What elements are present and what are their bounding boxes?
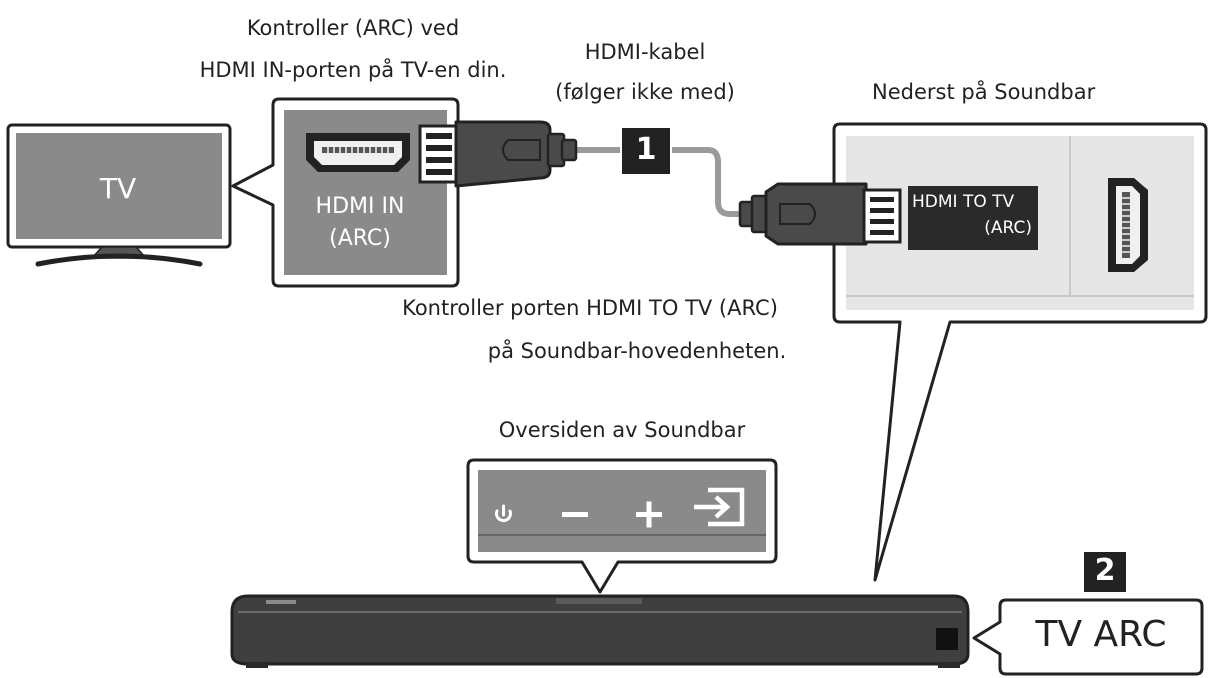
cable-caption-line1: HDMI-kabel <box>584 40 706 64</box>
minus-icon <box>562 512 588 517</box>
hdmi-to-tv-label-line2: (ARC) <box>984 218 1032 238</box>
hdmi-in-label-line2: (ARC) <box>329 226 391 251</box>
step-1-badge <box>622 128 670 174</box>
hdmi-in-port-icon <box>306 133 410 172</box>
display-callout <box>972 552 1204 676</box>
soundbar-bottom-callout <box>832 122 1208 582</box>
step-2-number: 2 <box>1094 553 1116 588</box>
tv-port-caption-line1: Kontroller (ARC) ved <box>246 16 460 40</box>
cable-caption-line2: (følger ikke med) <box>555 80 735 104</box>
hdmi-cable <box>575 147 756 217</box>
step-1-number: 1 <box>635 132 657 167</box>
hdmi-to-tv-port-icon <box>1108 178 1148 272</box>
tv-illustration <box>6 123 232 267</box>
tv-label: TV <box>99 172 137 205</box>
soundbar-port-caption-line2: på Soundbar-hovedenheten. <box>487 339 787 363</box>
soundbar-port-caption-line1: Kontroller porten HDMI TO TV (ARC) <box>402 296 778 320</box>
soundbar-illustration <box>230 594 970 668</box>
soundbar-top-caption: Oversiden av Soundbar <box>498 418 746 442</box>
hdmi-in-label-line1: HDMI IN <box>315 194 405 219</box>
soundbar-top-callout <box>466 458 778 594</box>
hdmi-to-tv-label-line1: HDMI TO TV <box>912 192 1015 212</box>
hdmi-plug-tv-side <box>418 120 578 188</box>
display-text: TV ARC <box>1035 614 1167 655</box>
plus-icon <box>636 501 662 528</box>
soundbar-bottom-caption: Nederst på Soundbar <box>872 80 1096 104</box>
hdmi-plug-soundbar-side <box>738 182 902 246</box>
power-icon <box>495 504 512 523</box>
tv-port-callout <box>231 97 460 288</box>
source-input-icon <box>694 487 745 527</box>
tv-port-caption-line2: HDMI IN-porten på TV-en din. <box>199 58 507 82</box>
